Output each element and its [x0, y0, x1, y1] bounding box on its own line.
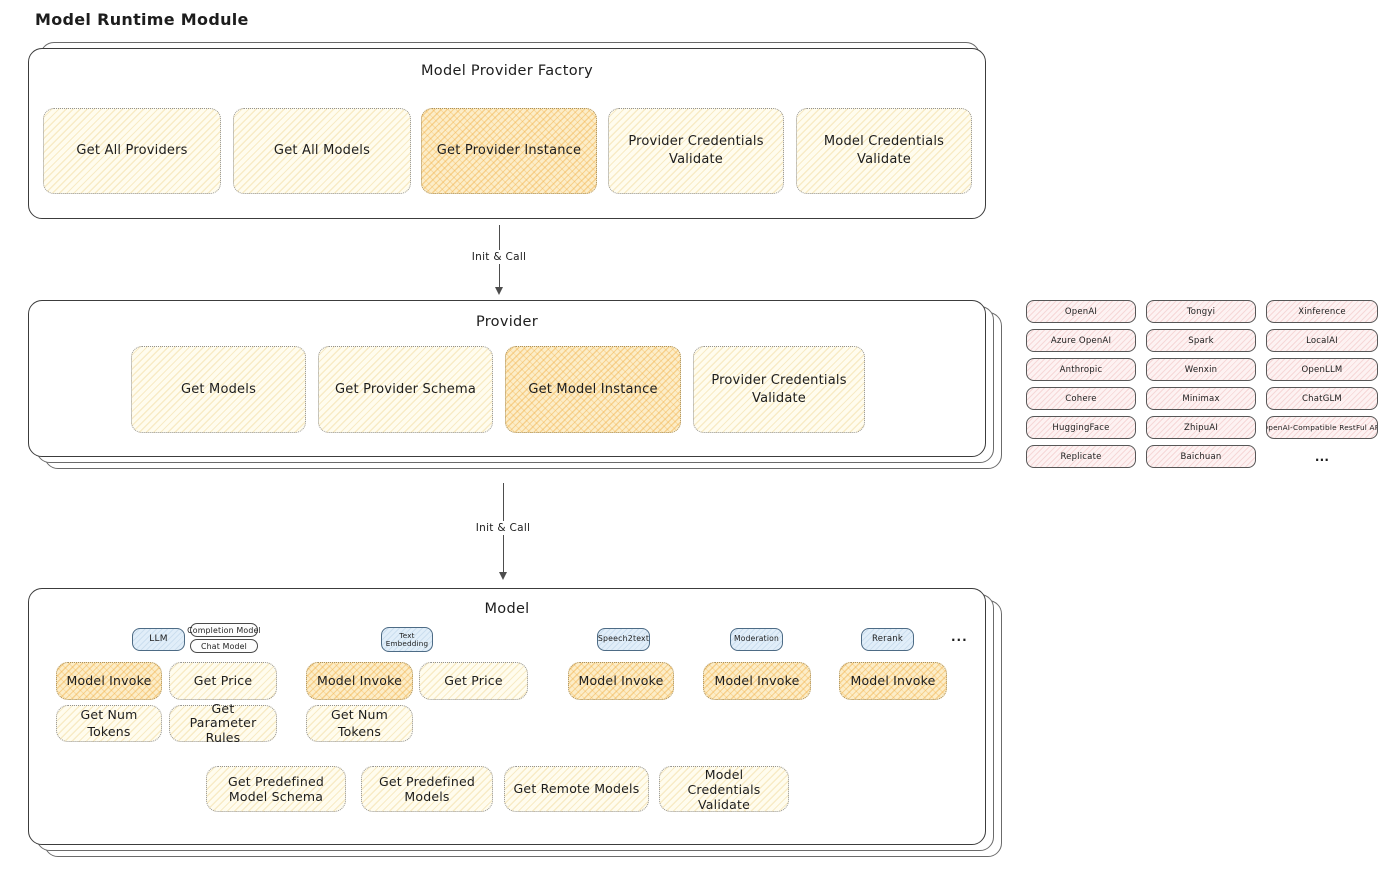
tab-completion-model: Completion Model	[187, 623, 261, 637]
model-panel-title: Model	[484, 601, 530, 617]
provider-pill-localai: LocalAI	[1266, 329, 1378, 352]
provider-list: OpenAI Tongyi Xinference Azure OpenAI Sp…	[1026, 300, 1378, 468]
btn-get-all-models: Get All Models	[233, 108, 411, 194]
tab-speech2text: Speech2text	[597, 628, 650, 651]
tab-moderation: Moderation	[730, 628, 783, 651]
provider-panel-title: Provider	[475, 314, 539, 330]
provider-list-ellipsis: ...	[1314, 449, 1330, 464]
tab-text-embedding: Text Embedding	[381, 627, 433, 652]
model-panel: Model LLM Completion Model Chat Model Te…	[28, 588, 986, 845]
provider-pill-minimax: Minimax	[1146, 387, 1256, 410]
btn-provider-credentials-validate-factory: Provider Credentials Validate	[608, 108, 784, 194]
btn-provider-credentials-validate-provider: Provider Credentials Validate	[693, 346, 865, 433]
diagram-title: Model Runtime Module	[35, 10, 249, 29]
arrow-label-init-call-2: Init & Call	[470, 521, 536, 535]
factory-panel-title: Model Provider Factory	[420, 63, 594, 79]
btn-model-invoke-llm: Model Invoke	[56, 662, 162, 700]
btn-get-remote-models: Get Remote Models	[504, 766, 649, 812]
btn-get-num-tokens-llm: Get Num Tokens	[56, 705, 162, 742]
btn-get-num-tokens-text-embedding: Get Num Tokens	[306, 705, 413, 742]
provider-pill-replicate: Replicate	[1026, 445, 1136, 468]
provider-pill-openai-compatible: OpenAI-Compatible RestFul API	[1266, 416, 1378, 439]
btn-get-provider-instance: Get Provider Instance	[421, 108, 597, 194]
provider-pill-spark: Spark	[1146, 329, 1256, 352]
provider-pill-huggingface: HuggingFace	[1026, 416, 1136, 439]
tab-chat-model: Chat Model	[190, 639, 258, 653]
provider-pill-cohere: Cohere	[1026, 387, 1136, 410]
btn-model-credentials-validate-model: Model Credentials Validate	[659, 766, 789, 812]
btn-get-predefined-model-schema: Get Predefined Model Schema	[206, 766, 346, 812]
btn-get-price-text-embedding: Get Price	[419, 662, 528, 700]
provider-pill-anthropic: Anthropic	[1026, 358, 1136, 381]
btn-get-models: Get Models	[131, 346, 306, 433]
provider-pill-openai: OpenAI	[1026, 300, 1136, 323]
tab-llm: LLM	[132, 628, 185, 651]
provider-pill-azure-openai: Azure OpenAI	[1026, 329, 1136, 352]
model-tabs-ellipsis: ...	[951, 630, 968, 644]
provider-pill-openllm: OpenLLM	[1266, 358, 1378, 381]
provider-pill-zhipuai: ZhipuAI	[1146, 416, 1256, 439]
provider-panel: Provider Get Models Get Provider Schema …	[28, 300, 986, 457]
btn-model-invoke-moderation: Model Invoke	[703, 662, 811, 700]
arrow-label-init-call-1: Init & Call	[466, 250, 532, 264]
btn-get-provider-schema: Get Provider Schema	[318, 346, 493, 433]
factory-panel: Model Provider Factory Get All Providers…	[28, 48, 986, 219]
provider-pill-chatglm: ChatGLM	[1266, 387, 1378, 410]
provider-pill-baichuan: Baichuan	[1146, 445, 1256, 468]
btn-get-model-instance: Get Model Instance	[505, 346, 681, 433]
btn-model-invoke-rerank: Model Invoke	[839, 662, 947, 700]
provider-pill-xinference: Xinference	[1266, 300, 1378, 323]
provider-pill-wenxin: Wenxin	[1146, 358, 1256, 381]
btn-get-parameter-rules: Get Parameter Rules	[169, 701, 277, 744]
btn-get-predefined-models: Get Predefined Models	[361, 766, 493, 812]
btn-get-all-providers: Get All Providers	[43, 108, 221, 194]
btn-model-invoke-speech2text: Model Invoke	[568, 662, 674, 700]
tab-rerank: Rerank	[861, 628, 914, 651]
btn-get-price-llm: Get Price	[169, 662, 277, 700]
btn-model-credentials-validate-factory: Model Credentials Validate	[796, 108, 972, 194]
provider-pill-tongyi: Tongyi	[1146, 300, 1256, 323]
btn-model-invoke-text-embedding: Model Invoke	[306, 662, 413, 700]
